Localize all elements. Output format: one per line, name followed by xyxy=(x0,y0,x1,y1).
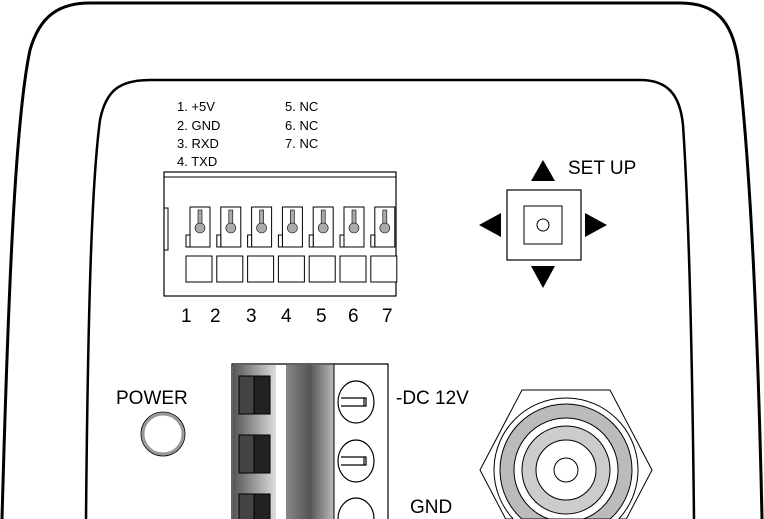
setup-joystick[interactable] xyxy=(479,160,607,288)
pin-label: 1. +5V xyxy=(177,99,215,114)
pin-label: 2. GND xyxy=(177,118,220,133)
terminal-number: 6 xyxy=(348,306,359,327)
pin-label: 6. NC xyxy=(285,118,318,133)
terminal-number: 7 xyxy=(382,306,393,327)
terminal-number: 2 xyxy=(210,306,221,327)
pin-label: 7. NC xyxy=(285,136,318,151)
setup-label: SET UP xyxy=(568,158,636,179)
pin-label: 3. RXD xyxy=(177,136,219,151)
pin-label: 5. NC xyxy=(285,99,318,114)
terminal-number: 1 xyxy=(181,306,192,327)
terminal-numbers: 1 2 3 4 5 6 7 xyxy=(181,306,393,327)
power-terminal-block xyxy=(231,363,389,519)
terminal-slot[interactable] xyxy=(339,206,367,283)
terminal-slot[interactable] xyxy=(247,206,275,283)
inner-panel-outline xyxy=(84,78,696,519)
terminal-slot[interactable] xyxy=(308,206,336,283)
terminal-number: 3 xyxy=(246,306,257,327)
arrow-down-icon[interactable] xyxy=(531,266,555,288)
arrow-left-icon[interactable] xyxy=(479,213,501,237)
power-label: POWER xyxy=(116,388,188,409)
rs485-terminal-block xyxy=(163,171,398,297)
screw-icon xyxy=(337,380,375,424)
screw-icon xyxy=(337,439,375,483)
terminal-slot[interactable] xyxy=(185,206,213,283)
pin-label: 4. TXD xyxy=(177,154,217,169)
arrow-right-icon[interactable] xyxy=(585,213,607,237)
terminal-slot[interactable] xyxy=(370,206,398,283)
terminal-number: 5 xyxy=(316,306,327,327)
terminal-slot[interactable] xyxy=(277,206,305,283)
screw-icon xyxy=(337,497,375,519)
pinout-legend: 1. +5V 2. GND 3. RXD 4. TXD 5. NC 6. NC … xyxy=(177,99,318,169)
power-led xyxy=(141,412,185,456)
terminal-slot[interactable] xyxy=(216,206,244,283)
bnc-video-connector[interactable] xyxy=(479,389,653,519)
terminal-number: 4 xyxy=(281,306,292,327)
arrow-up-icon[interactable] xyxy=(531,160,555,181)
dc-12v-label: -DC 12V xyxy=(396,388,469,409)
gnd-label: GND xyxy=(410,497,452,518)
